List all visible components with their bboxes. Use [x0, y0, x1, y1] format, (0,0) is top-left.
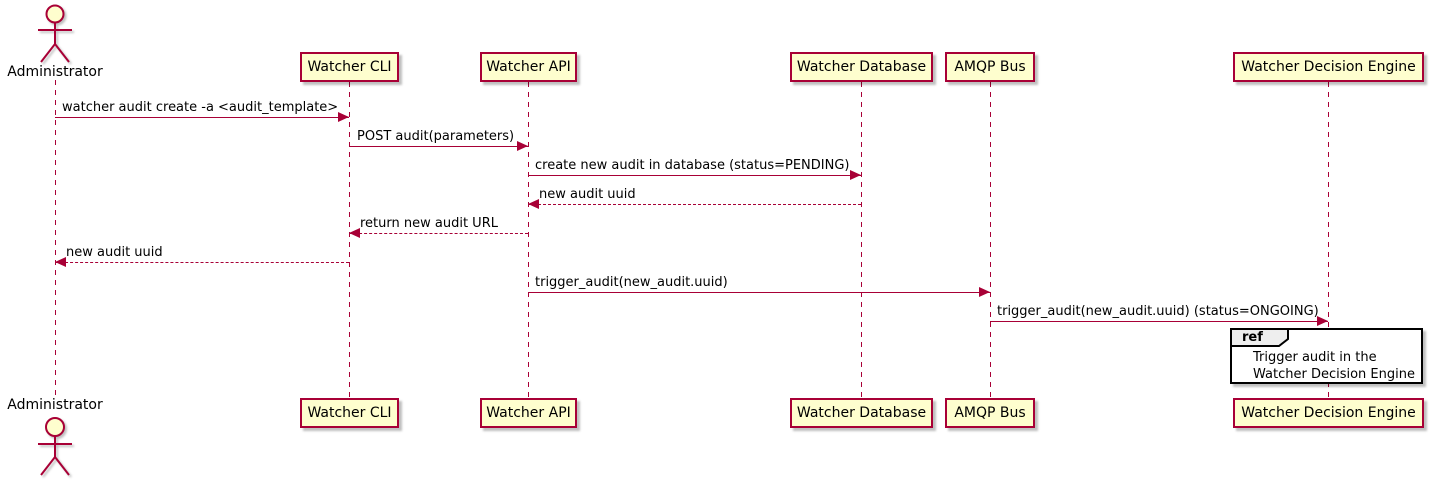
message-text: trigger_audit(new_audit.uuid) (status=ON… — [997, 304, 1319, 319]
participant-watcher-cli-top: Watcher CLI — [300, 52, 399, 82]
participant-watcher-api-top: Watcher API — [480, 52, 577, 82]
message-text: new audit uuid — [66, 245, 163, 260]
participant-amqp-bus-bottom: AMQP Bus — [945, 398, 1035, 428]
lifeline-watcher-cli — [349, 82, 350, 398]
participant-label: Watcher API — [486, 405, 571, 421]
participant-label: Watcher CLI — [307, 59, 392, 75]
participant-label: Watcher CLI — [307, 405, 392, 421]
participant-label: AMQP Bus — [954, 405, 1026, 421]
message-line — [528, 175, 861, 176]
actor-label-administrator-bottom: Administrator — [7, 397, 103, 413]
participant-watcher-database-top: Watcher Database — [790, 52, 933, 82]
participant-watcher-cli-bottom: Watcher CLI — [300, 398, 399, 428]
arrowhead-left-icon — [55, 257, 66, 267]
arrowhead-right-icon — [850, 170, 861, 180]
arrowhead-right-icon — [1317, 316, 1328, 326]
administrator-actor-icon — [38, 4, 72, 63]
lifeline-amqp-bus — [990, 82, 991, 398]
participant-label: Watcher Decision Engine — [1241, 405, 1416, 421]
message-line — [349, 233, 528, 234]
ref-fragment: ref Trigger audit in the Watcher Decisio… — [1230, 328, 1423, 384]
message-line — [990, 321, 1328, 322]
arrowhead-right-icon — [979, 287, 990, 297]
ref-text-line2: Watcher Decision Engine — [1253, 367, 1415, 382]
message-text: new audit uuid — [539, 187, 636, 202]
participant-watcher-database-bottom: Watcher Database — [790, 398, 933, 428]
participant-label: Watcher API — [486, 59, 571, 75]
message-line — [528, 292, 990, 293]
arrowhead-right-icon — [338, 112, 349, 122]
participant-watcher-api-bottom: Watcher API — [480, 398, 577, 428]
arrowhead-right-icon — [517, 141, 528, 151]
message-text: POST audit(parameters) — [357, 129, 515, 144]
participant-watcher-decision-engine-top: Watcher Decision Engine — [1233, 52, 1424, 82]
message-line — [55, 262, 349, 263]
ref-text-line1: Trigger audit in the — [1253, 350, 1377, 365]
administrator-actor-icon — [38, 417, 72, 476]
lifeline-watcher-api — [528, 82, 529, 398]
participant-label: Watcher Decision Engine — [1241, 59, 1416, 75]
lifeline-watcher-database — [861, 82, 862, 398]
ref-tab-icon — [1230, 328, 1289, 347]
participant-label: Watcher Database — [796, 59, 927, 75]
ref-text: Trigger audit in the Watcher Decision En… — [1253, 349, 1415, 383]
message-text: create new audit in database (status=PEN… — [535, 158, 850, 173]
message-text: watcher audit create -a <audit_template> — [62, 100, 339, 115]
message-line — [349, 146, 528, 147]
participant-label: Watcher Database — [796, 405, 927, 421]
lifeline-administrator — [55, 80, 56, 398]
message-line — [55, 117, 349, 118]
actor-label-administrator-top: Administrator — [7, 64, 103, 80]
message-text: return new audit URL — [360, 216, 498, 231]
message-line — [528, 204, 861, 205]
arrowhead-left-icon — [349, 228, 360, 238]
arrowhead-left-icon — [528, 199, 539, 209]
participant-amqp-bus-top: AMQP Bus — [945, 52, 1035, 82]
participant-watcher-decision-engine-bottom: Watcher Decision Engine — [1233, 398, 1424, 428]
message-text: trigger_audit(new_audit.uuid) — [535, 275, 728, 290]
participant-label: AMQP Bus — [954, 59, 1026, 75]
ref-keyword: ref — [1242, 330, 1263, 345]
lifeline-watcher-decision-engine — [1328, 82, 1329, 398]
